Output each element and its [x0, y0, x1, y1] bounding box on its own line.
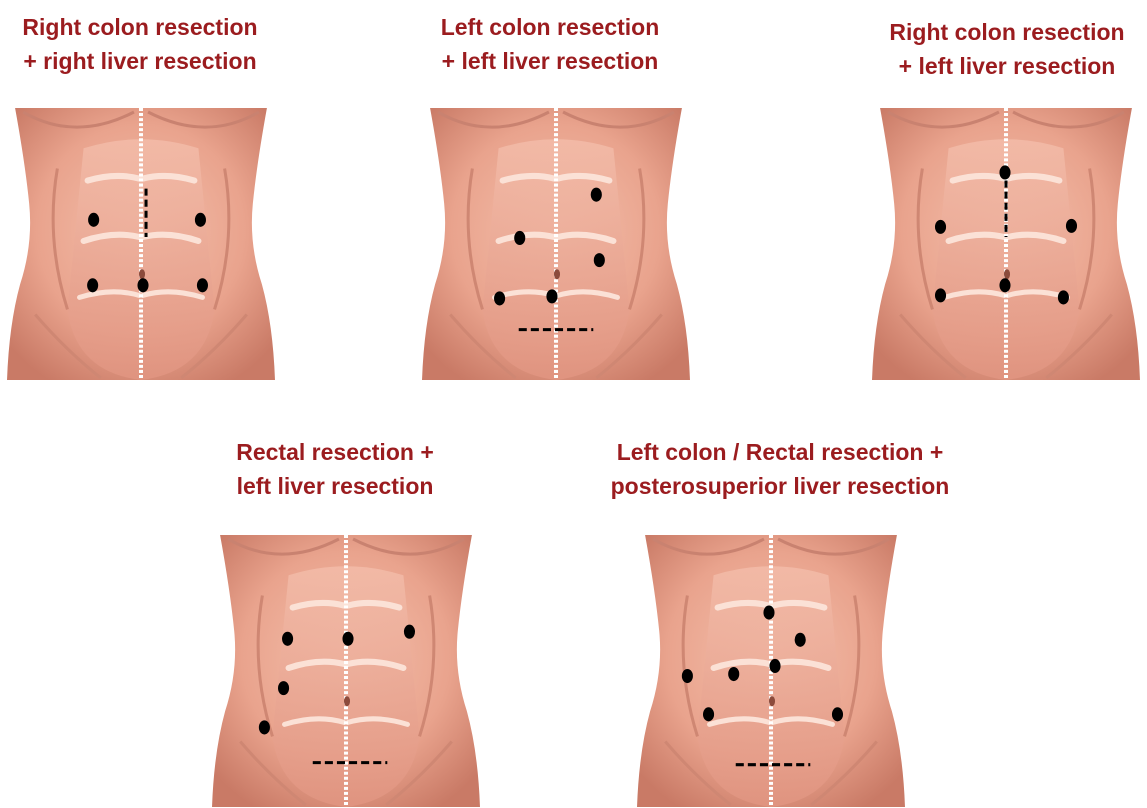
trocar-port — [1058, 290, 1069, 304]
trocar-port — [594, 253, 605, 267]
panel-1-caption: Right colon resection + right liver rese… — [0, 10, 280, 78]
trocar-port — [195, 213, 206, 227]
trocar-port — [591, 188, 602, 202]
trocar-port — [795, 633, 806, 647]
trocar-port — [703, 707, 714, 721]
torso-illustration — [637, 535, 905, 807]
trocar-port — [514, 231, 525, 245]
trocar-port — [832, 707, 843, 721]
panel-1-caption-line-1: Right colon resection — [0, 10, 280, 44]
panel-1-torso — [5, 108, 277, 380]
panel-2-caption: Left colon resection + left liver resect… — [420, 10, 680, 78]
panel-4-caption-line-1: Rectal resection + — [200, 435, 470, 469]
trocar-port — [197, 278, 208, 292]
panel-5-caption-line-1: Left colon / Rectal resection + — [560, 435, 1000, 469]
trocar-port — [87, 278, 98, 292]
panel-4-caption-line-2: left liver resection — [200, 469, 470, 503]
torso-illustration — [212, 535, 480, 807]
trocar-port — [88, 213, 99, 227]
trocar-port — [763, 606, 774, 620]
panel-5-caption-line-2: posterosuperior liver resection — [560, 469, 1000, 503]
trocar-port — [137, 278, 148, 292]
panel-2-caption-line-1: Left colon resection — [420, 10, 680, 44]
trocar-port — [259, 720, 270, 734]
panel-4-torso — [210, 535, 482, 807]
trocar-port — [342, 632, 353, 646]
torso-illustration — [422, 108, 690, 380]
trocar-port — [682, 669, 693, 683]
panel-1-caption-line-2: + right liver resection — [0, 44, 280, 78]
panel-5-caption: Left colon / Rectal resection + posteros… — [560, 435, 1000, 503]
trocar-port — [1066, 219, 1077, 233]
trocar-port — [546, 289, 557, 303]
trocar-port — [728, 667, 739, 681]
torso-illustration — [872, 108, 1140, 380]
trocar-port — [282, 632, 293, 646]
trocar-port — [999, 278, 1010, 292]
panel-3-caption-line-1: Right colon resection — [872, 15, 1142, 49]
panel-5-torso — [635, 535, 907, 807]
trocar-port — [935, 288, 946, 302]
panel-3-caption: Right colon resection + left liver resec… — [872, 15, 1142, 83]
trocar-port — [278, 681, 289, 695]
trocar-port — [999, 165, 1010, 179]
panel-3-torso — [870, 108, 1142, 380]
panel-2-caption-line-2: + left liver resection — [420, 44, 680, 78]
panel-3-caption-line-2: + left liver resection — [872, 49, 1142, 83]
trocar-port — [769, 659, 780, 673]
trocar-port — [935, 220, 946, 234]
trocar-port — [494, 291, 505, 305]
panel-4-caption: Rectal resection + left liver resection — [200, 435, 470, 503]
trocar-port — [404, 625, 415, 639]
panel-2-torso — [420, 108, 692, 380]
torso-illustration — [7, 108, 275, 380]
